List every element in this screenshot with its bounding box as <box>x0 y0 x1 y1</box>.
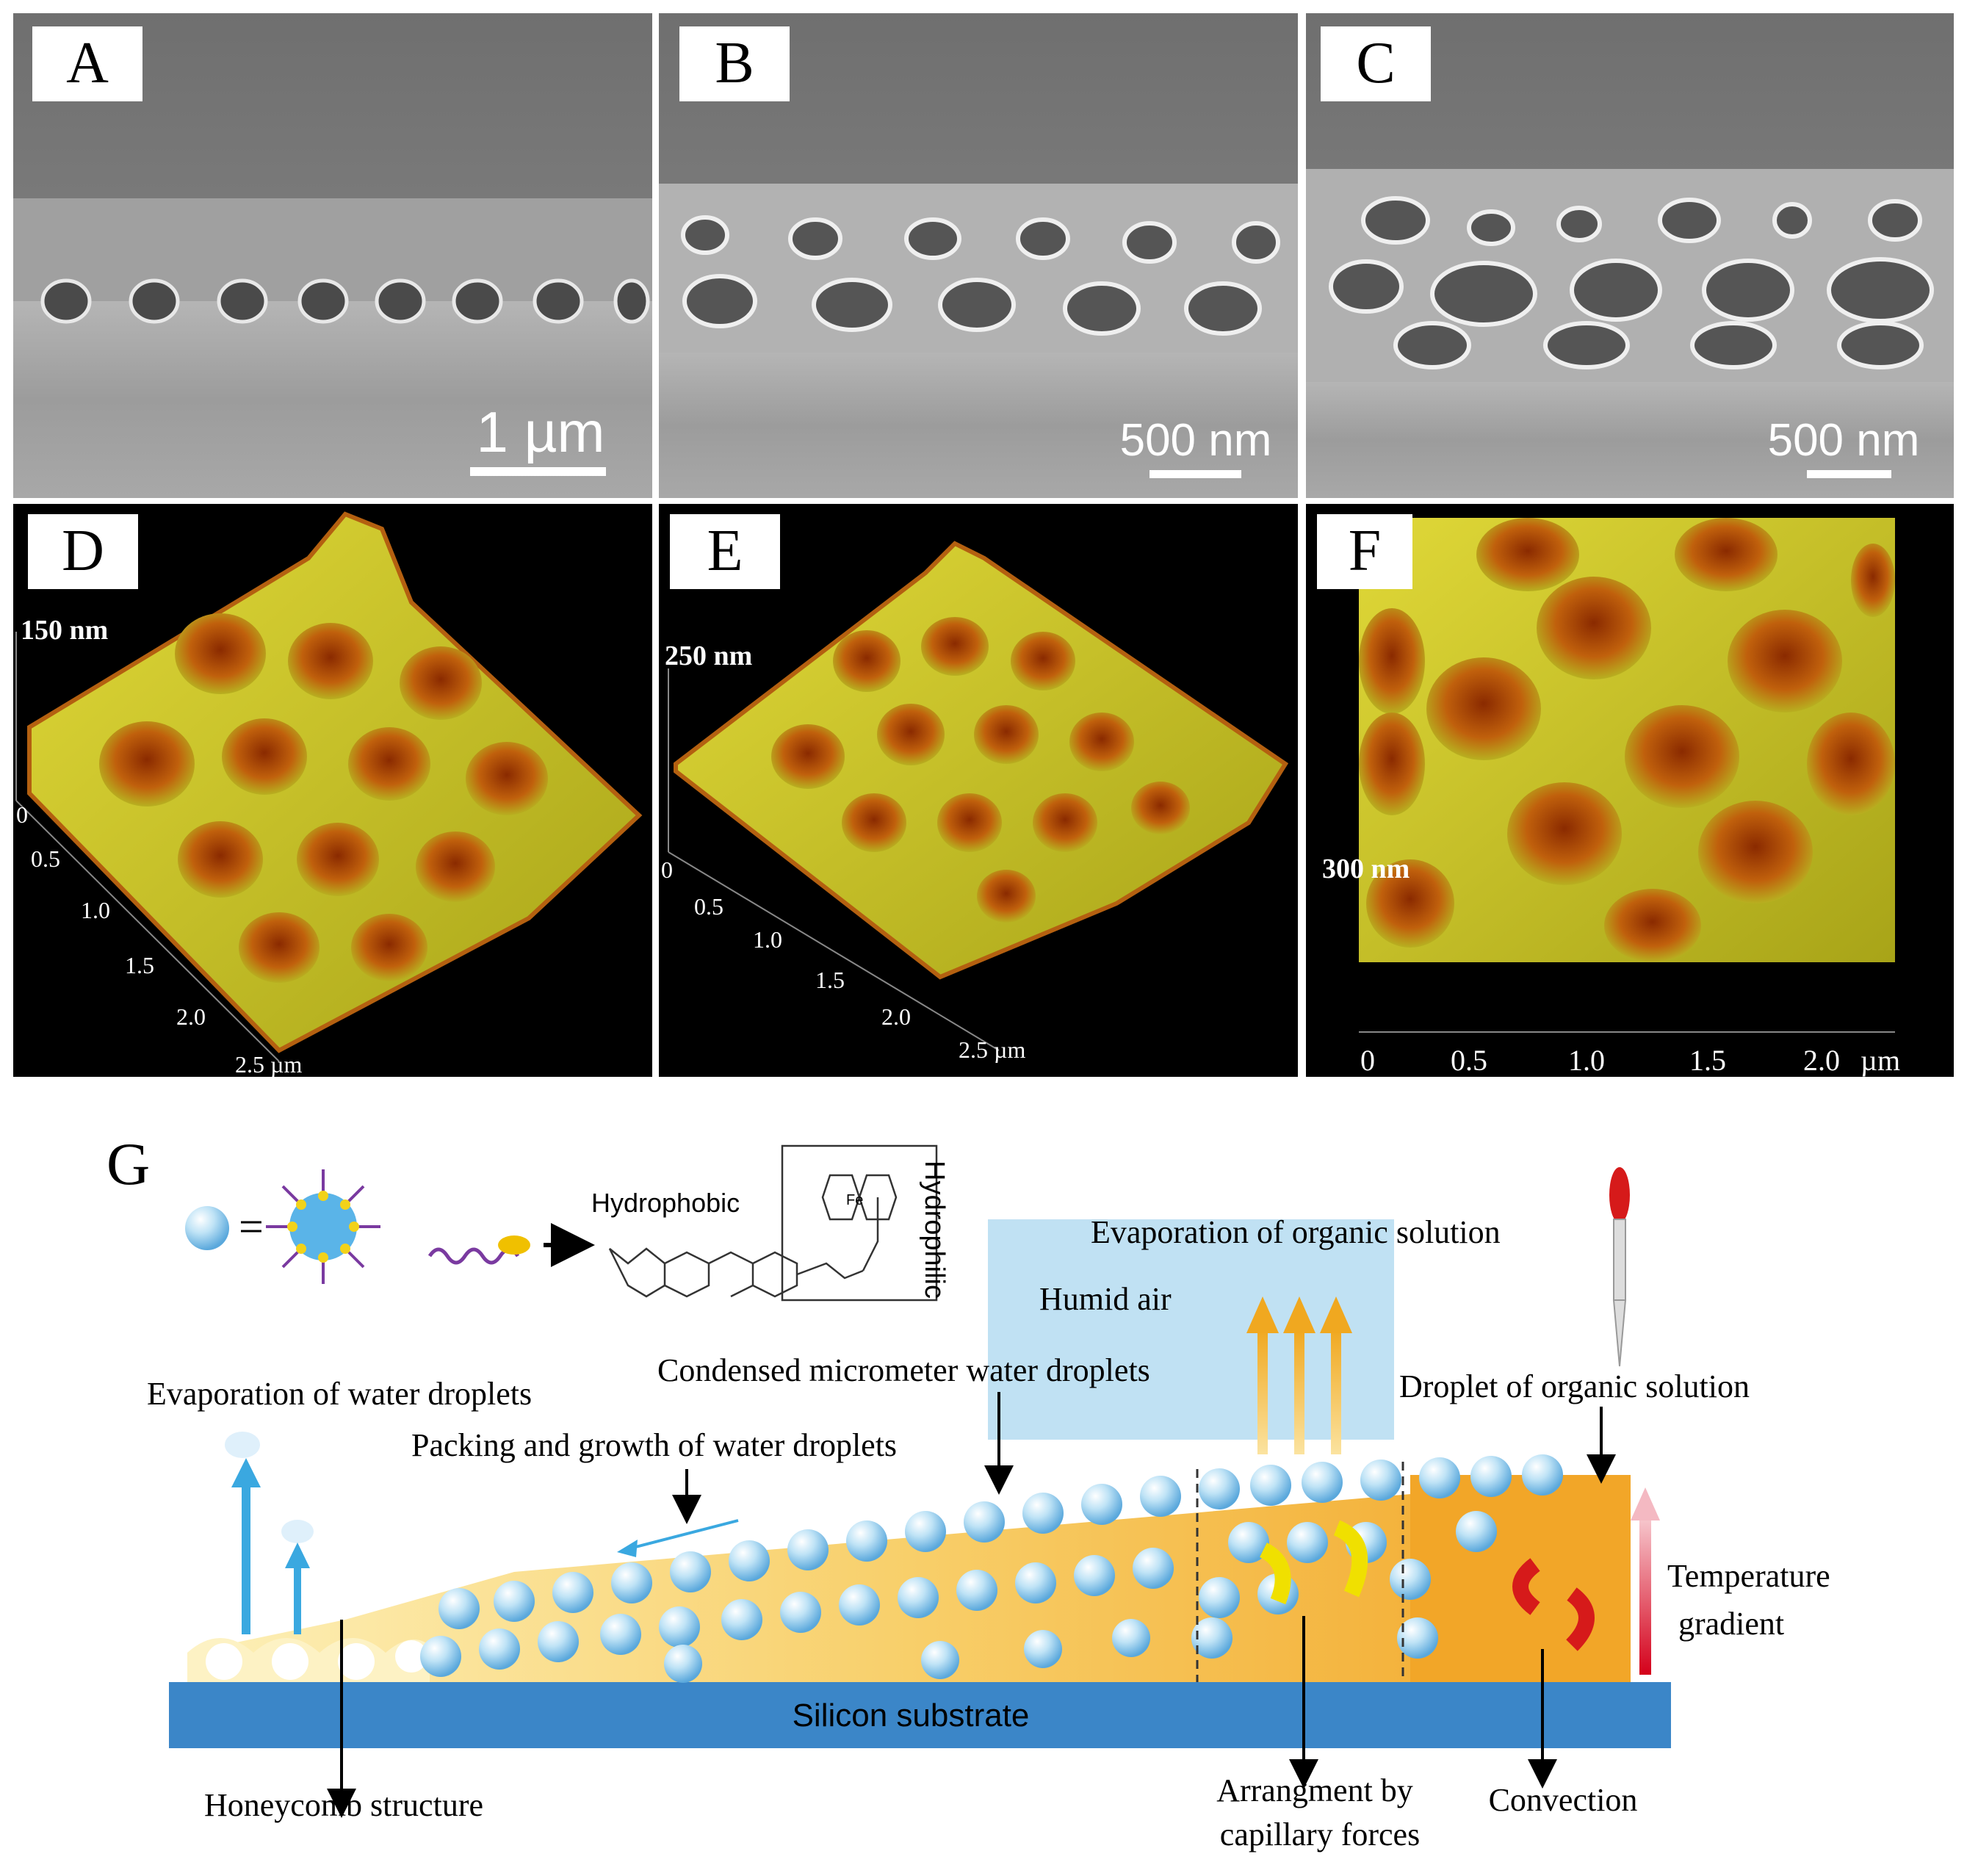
equals-sign: = <box>239 1202 264 1251</box>
temperature-label-1: Temperature <box>1667 1558 1830 1594</box>
panel-e-z-label: 250 nm <box>665 641 752 671</box>
panel-f-letter: F <box>1349 519 1382 583</box>
silicon-substrate <box>169 1682 1671 1748</box>
panel-d-tick-1: 0.5 <box>31 845 60 872</box>
capillary-arrows-icon <box>1259 1520 1368 1605</box>
droplet-organic-label: Droplet of organic solution <box>1399 1368 1750 1404</box>
micelle-icon <box>266 1169 380 1284</box>
panel-b-scale-bar <box>1149 470 1241 478</box>
humid-air-label: Humid air <box>1039 1281 1172 1317</box>
panel-e-tick-4: 2.0 <box>881 1003 911 1030</box>
droplet-legend-icon <box>185 1206 229 1250</box>
panel-d-tick-0: 0 <box>16 801 28 828</box>
panel-c-letter: C <box>1356 31 1395 95</box>
evaporation-arrows <box>1246 1296 1352 1454</box>
panel-d-tick-2: 1.0 <box>81 897 110 923</box>
evaporating-droplet <box>225 1432 260 1458</box>
hydrophilic-label: Hydrophilic <box>919 1161 950 1299</box>
panel-c-scale-label: 500 nm <box>1768 415 1920 466</box>
hydrophobic-label: Hydrophobic <box>591 1188 740 1218</box>
panel-a-scale-bar <box>470 467 606 476</box>
evaporation-organic-label: Evaporation of organic solution <box>1091 1214 1501 1250</box>
sem-panel-c: C 500 nm <box>1306 13 1954 498</box>
schematic-g: G = Hydrophobic <box>107 1130 1830 1852</box>
panel-d-tick-3: 1.5 <box>125 952 154 978</box>
panel-a-scale-label: 1 µm <box>477 400 605 464</box>
afm-panel-d: 150 nm 0 0.5 1.0 1.5 2.0 2.5 µm D <box>13 504 652 1078</box>
panel-a-letter-box <box>32 26 142 101</box>
panel-d-z-label: 150 nm <box>21 615 108 646</box>
temperature-gradient-arrow <box>1639 1517 1651 1675</box>
panel-g-letter: G <box>107 1130 150 1197</box>
panel-d-letter: D <box>62 519 104 583</box>
pointer-arrows <box>327 1392 1616 1818</box>
panel-f-tick-4: 2.0 <box>1803 1044 1840 1077</box>
honeycomb-label: Honeycomb structure <box>204 1787 483 1823</box>
packing-growth-label: Packing and growth of water droplets <box>411 1427 897 1463</box>
panel-f-tick-2: 1.0 <box>1568 1044 1605 1077</box>
panel-d-tick-5: 2.5 µm <box>235 1051 302 1078</box>
sem-panel-a: A 1 µm <box>13 13 652 498</box>
honeycomb-structure <box>187 1638 430 1682</box>
panel-e-tick-2: 1.0 <box>753 926 782 953</box>
panel-c-scale-bar <box>1807 470 1891 478</box>
panel-d-tick-4: 2.0 <box>176 1003 206 1030</box>
panel-e-letter: E <box>707 519 743 583</box>
packing-direction-arrow <box>624 1519 739 1551</box>
arrangement-label-1: Arrangment by <box>1216 1772 1413 1808</box>
panel-f-tick-3: 1.5 <box>1689 1044 1726 1077</box>
arrangement-label-2: capillary forces <box>1220 1817 1420 1852</box>
evaporating-droplet <box>281 1520 314 1543</box>
convection-label: Convection <box>1489 1782 1638 1818</box>
temperature-label-2: gradient <box>1678 1606 1784 1642</box>
panel-e-tick-5: 2.5 µm <box>959 1036 1025 1063</box>
substrate-label: Silicon substrate <box>793 1698 1030 1734</box>
panel-e-tick-3: 1.5 <box>815 967 845 993</box>
afm-panel-f: 300 nm 0 0.5 1.0 1.5 2.0 µm F <box>1306 504 1954 1077</box>
panel-e-tick-0: 0 <box>661 856 673 883</box>
evaporation-water-label: Evaporation of water droplets <box>147 1376 532 1412</box>
water-droplets <box>420 1454 1563 1683</box>
fe-label: Fe <box>846 1192 863 1208</box>
panel-f-tick-0: 0 <box>1360 1044 1375 1077</box>
panel-e-tick-1: 0.5 <box>694 893 723 920</box>
sem-panel-b: B 500 nm <box>659 13 1298 498</box>
pipette-icon <box>1609 1167 1630 1367</box>
panel-a-letter: A <box>66 31 109 95</box>
afm-panel-e: 250 nm 0 0.5 1.0 1.5 2.0 2.5 µm E <box>659 504 1298 1077</box>
panel-f-z-label: 300 nm <box>1322 854 1410 884</box>
molecule-structure-icon <box>608 1144 938 1302</box>
surfactant-icon <box>427 1223 595 1267</box>
panel-b-scale-label: 500 nm <box>1120 415 1272 466</box>
condensed-droplets-label: Condensed micrometer water droplets <box>657 1352 1150 1388</box>
convection-arrows-icon <box>1512 1558 1595 1651</box>
panel-f-tick-1: 0.5 <box>1451 1044 1487 1077</box>
panel-b-letter: B <box>715 31 754 95</box>
panel-f-tick-5: µm <box>1860 1044 1900 1077</box>
